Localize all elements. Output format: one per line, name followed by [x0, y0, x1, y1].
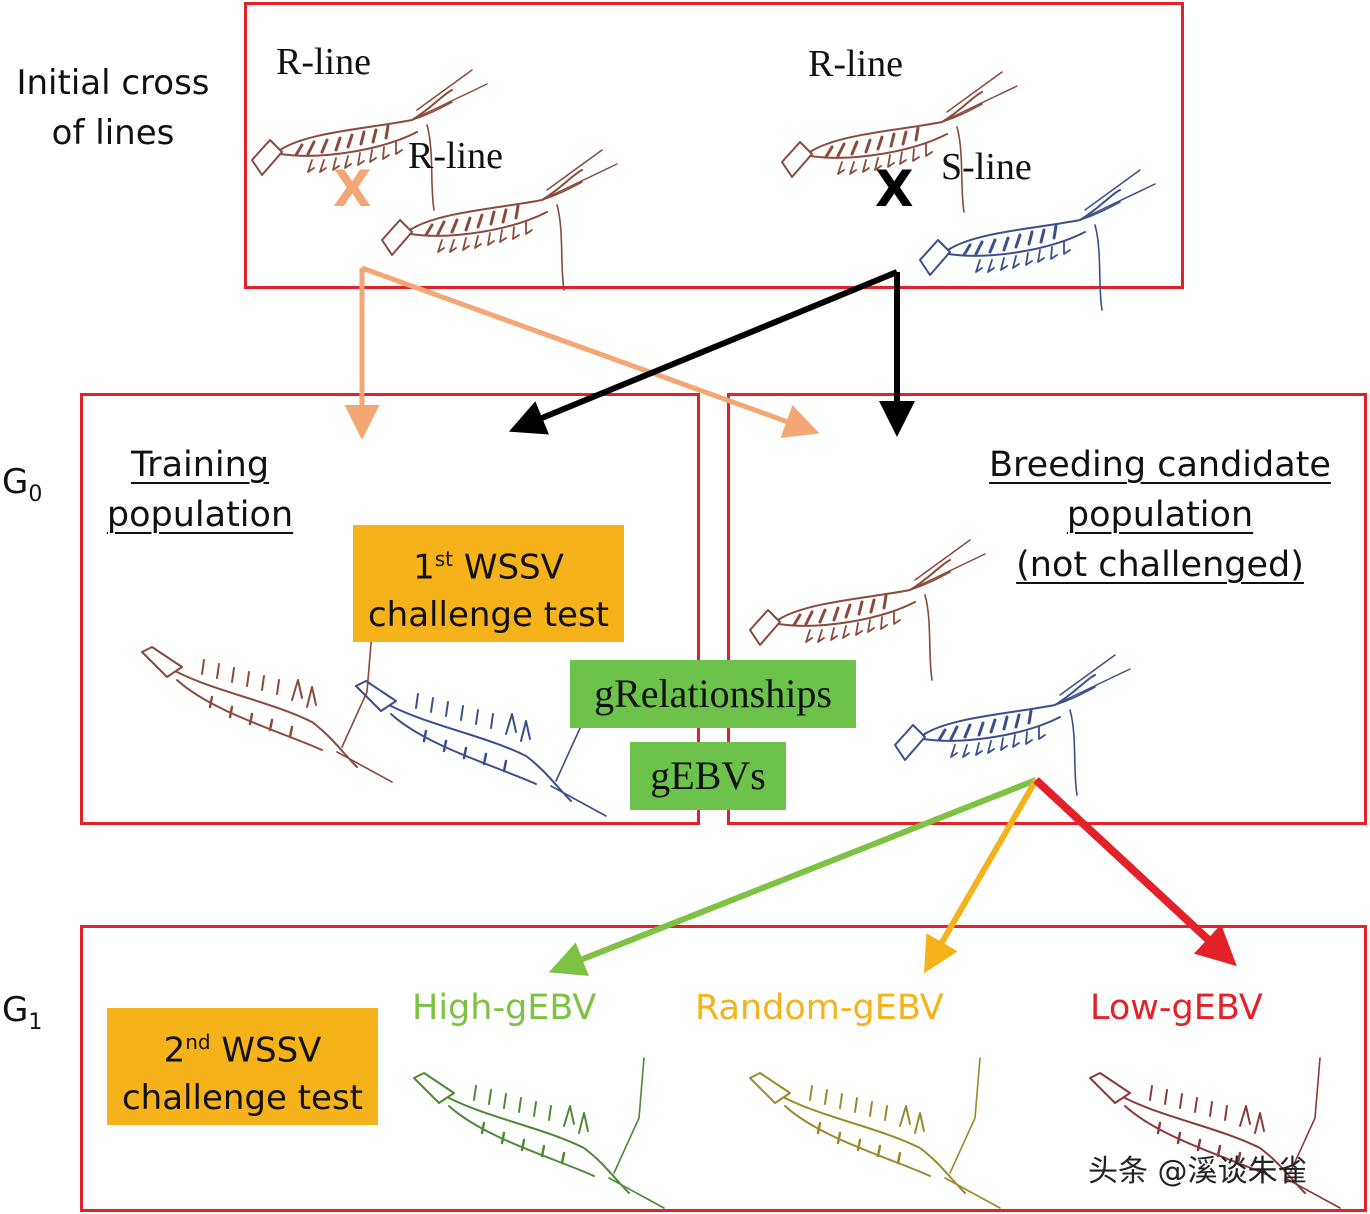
- right-cross-symbol: X: [875, 160, 914, 218]
- g0-subscript: 0: [28, 481, 43, 507]
- shrimp-candidate-blue: [893, 653, 1132, 797]
- arrow-low-gebv: [1033, 777, 1237, 967]
- right-cross-s-line: S-line: [941, 146, 1032, 188]
- first-challenge-box: 1st WSSV challenge test: [353, 525, 624, 642]
- g0-letter: G: [2, 462, 29, 502]
- initial-cross-frame: [244, 2, 1184, 289]
- first-challenge-line1: 1st WSSV: [353, 535, 624, 591]
- arrow-random-gebv: [923, 778, 1039, 974]
- initial-cross-label-line2: of lines: [51, 113, 175, 153]
- first-challenge-wssv: WSSV: [453, 547, 564, 588]
- second-challenge-line1: 2nd WSSV: [107, 1018, 378, 1074]
- second-challenge-box: 2nd WSSV challenge test: [107, 1008, 378, 1125]
- g1-frame: [80, 925, 1367, 1212]
- first-challenge-ordinal: 1: [413, 547, 435, 588]
- candidate-population-frame: [727, 393, 1367, 825]
- candidate-title-line1: Breeding candidate: [989, 445, 1331, 485]
- shrimp-random-gebv: [748, 1056, 1002, 1210]
- second-challenge-ordinal: 2: [163, 1030, 186, 1071]
- training-title-line2: population: [106, 495, 294, 535]
- shrimp-high-gebv: [412, 1056, 666, 1210]
- random-gebv-label: Random-gEBV: [695, 988, 944, 1028]
- training-population-title: Training population: [100, 440, 300, 540]
- generation-g1-label: G1: [2, 990, 42, 1035]
- shrimp-candidate-brown: [748, 538, 987, 682]
- black-arrows: [508, 269, 915, 437]
- initial-cross-label-line1: Initial cross: [16, 63, 210, 103]
- training-title-line1: Training: [130, 445, 270, 485]
- generation-g0-label: G0: [2, 462, 42, 507]
- low-gebv-label: Low-gEBV: [1090, 988, 1263, 1028]
- right-cross-r-line: R-line: [808, 43, 903, 85]
- arrow-high-gebv: [548, 777, 1038, 976]
- shrimp-s-line: [918, 168, 1157, 312]
- second-challenge-wssv: WSSV: [210, 1030, 322, 1071]
- second-challenge-sup: nd: [185, 1030, 211, 1054]
- candidate-title-line2: population: [1066, 495, 1254, 535]
- initial-cross-label: Initial cross of lines: [8, 58, 218, 158]
- peach-arrows: [344, 265, 820, 440]
- g1-letter: G: [2, 990, 29, 1030]
- first-challenge-sup: st: [434, 547, 454, 571]
- second-challenge-line2: challenge test: [121, 1078, 364, 1119]
- candidate-population-title: Breeding candidate population (not chall…: [985, 440, 1335, 590]
- grelationships-label: gRelationships: [594, 671, 832, 716]
- left-cross-symbol: X: [333, 160, 372, 218]
- grelationships-box: gRelationships: [570, 660, 856, 728]
- left-cross-r-line-a: R-line: [276, 41, 371, 83]
- g1-subscript: 1: [28, 1009, 43, 1035]
- shrimp-training-brown: [140, 630, 394, 784]
- shrimp-training-blue: [354, 664, 608, 818]
- training-population-frame: [80, 393, 700, 825]
- watermark: 头条 @溪谈朱雀: [1088, 1154, 1308, 1189]
- high-gebv-label: High-gEBV: [412, 988, 597, 1028]
- gebvs-label: gEBVs: [650, 753, 766, 798]
- candidate-title-line3: (not challenged): [1016, 545, 1304, 585]
- gebvs-box: gEBVs: [630, 742, 786, 810]
- left-cross-r-line-b: R-line: [408, 135, 503, 177]
- first-challenge-line2: challenge test: [367, 595, 610, 636]
